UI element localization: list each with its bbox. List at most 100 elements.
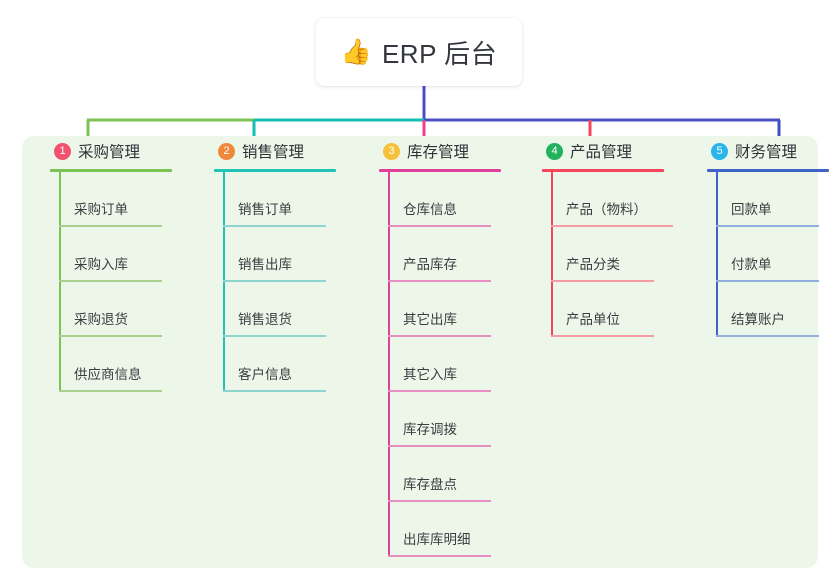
leaf-label: 出库库明细 [403,532,471,547]
leaf-node[interactable]: 产品库存 [388,227,539,282]
column-body-5: 回款单付款单结算账户 [707,172,839,337]
leaf-label: 库存盘点 [403,477,457,492]
leaf-label: 结算账户 [731,312,785,327]
leaf-label: 仓库信息 [403,202,457,217]
leaf-node[interactable]: 采购入库 [59,227,210,282]
column-rule-2 [214,169,336,172]
root-node-title: ERP 后台 [381,38,498,69]
leaf-label: 产品库存 [403,257,457,272]
column-rule-1 [50,169,172,172]
leaf-underline [388,280,491,282]
leaf-underline [551,280,654,282]
leaf-node[interactable]: 销售出库 [223,227,374,282]
leaf-underline [551,225,673,227]
column-badge-1: 1 [54,142,71,160]
column-badge-4: 4 [546,142,563,160]
leaf-node[interactable]: 供应商信息 [59,337,210,392]
column-badge-3: 3 [383,142,400,160]
column-header-2[interactable]: 2 销售管理 [214,136,374,166]
leaf-node[interactable]: 仓库信息 [388,172,539,227]
column-title-3: 库存管理 [407,144,470,161]
leaf-node[interactable]: 库存调拨 [388,392,539,447]
leaf-node[interactable]: 产品单位 [551,282,702,337]
column-1: 1 采购管理采购订单采购入库采购退货供应商信息 [50,136,210,392]
leaf-underline [716,225,819,227]
column-badge-5: 5 [711,142,728,160]
column-header-1[interactable]: 1 采购管理 [50,136,210,166]
column-header-4[interactable]: 4 产品管理 [542,136,702,166]
leaf-underline [716,280,819,282]
leaf-underline [388,445,491,447]
leaf-underline [388,500,491,502]
column-spine-1 [59,172,61,392]
leaf-underline [388,225,491,227]
column-title-2: 销售管理 [242,144,305,161]
column-body-2: 销售订单销售出库销售退货客户信息 [214,172,374,392]
column-spine-2 [223,172,225,392]
column-rule-4 [542,169,664,172]
leaf-node[interactable]: 其它入库 [388,337,539,392]
root-node-card[interactable]: 👍 ERP 后台 [316,18,522,86]
leaf-label: 产品（物料） [566,202,647,217]
leaf-underline [223,335,326,337]
leaf-node[interactable]: 出库库明细 [388,502,539,557]
leaf-underline [388,335,491,337]
leaf-label: 供应商信息 [74,367,142,382]
leaf-label: 采购入库 [74,257,128,272]
leaf-node[interactable]: 结算账户 [716,282,839,337]
leaf-label: 产品分类 [566,257,620,272]
column-badge-2: 2 [218,142,235,160]
leaf-node[interactable]: 回款单 [716,172,839,227]
leaf-node[interactable]: 销售退货 [223,282,374,337]
leaf-label: 回款单 [731,202,772,217]
leaf-label: 采购订单 [74,202,128,217]
column-2: 2 销售管理销售订单销售出库销售退货客户信息 [214,136,374,392]
leaf-label: 其它出库 [403,312,457,327]
column-title-5: 财务管理 [735,144,798,161]
leaf-label: 客户信息 [238,367,292,382]
column-body-4: 产品（物料） 产品分类产品单位 [542,172,702,337]
leaf-label: 付款单 [731,257,772,272]
leaf-label: 销售退货 [238,312,292,327]
column-rule-5 [707,169,829,172]
column-title-4: 产品管理 [570,144,633,161]
leaf-underline [59,280,162,282]
leaf-underline [223,280,326,282]
leaf-node[interactable]: 付款单 [716,227,839,282]
diagram-panel: 1 采购管理采购订单采购入库采购退货供应商信息 2 销售管理销售订单销售出库销售退货客… [22,136,829,568]
leaf-underline [388,555,491,557]
column-spine-3 [388,172,390,557]
leaf-node[interactable]: 产品分类 [551,227,702,282]
column-3: 3 库存管理仓库信息产品库存其它出库其它入库库存调拨库存盘点出库库明细 [379,136,539,557]
leaf-node[interactable]: 采购退货 [59,282,210,337]
leaf-label: 销售订单 [238,202,292,217]
leaf-underline [551,335,654,337]
leaf-node[interactable]: 销售订单 [223,172,374,227]
leaf-underline [59,390,162,392]
column-5: 5 财务管理回款单付款单结算账户 [707,136,839,337]
column-rule-3 [379,169,501,172]
leaf-underline [59,335,162,337]
leaf-underline [716,335,819,337]
column-body-3: 仓库信息产品库存其它出库其它入库库存调拨库存盘点出库库明细 [379,172,539,557]
leaf-node[interactable]: 产品（物料） [551,172,702,227]
leaf-underline [388,390,491,392]
leaf-node[interactable]: 库存盘点 [388,447,539,502]
leaf-underline [223,225,326,227]
column-title-1: 采购管理 [78,144,141,161]
column-header-3[interactable]: 3 库存管理 [379,136,539,166]
thumbs-up-icon: 👍 [340,37,372,66]
column-body-1: 采购订单采购入库采购退货供应商信息 [50,172,210,392]
leaf-node[interactable]: 客户信息 [223,337,374,392]
column-spine-4 [551,172,553,337]
leaf-label: 采购退货 [74,312,128,327]
leaf-label: 库存调拨 [403,422,457,437]
leaf-label: 销售出库 [238,257,292,272]
leaf-node[interactable]: 采购订单 [59,172,210,227]
leaf-node[interactable]: 其它出库 [388,282,539,337]
leaf-underline [59,225,162,227]
leaf-label: 其它入库 [403,367,457,382]
column-4: 4 产品管理产品（物料） 产品分类产品单位 [542,136,702,337]
leaf-underline [223,390,326,392]
column-header-5[interactable]: 5 财务管理 [707,136,839,166]
